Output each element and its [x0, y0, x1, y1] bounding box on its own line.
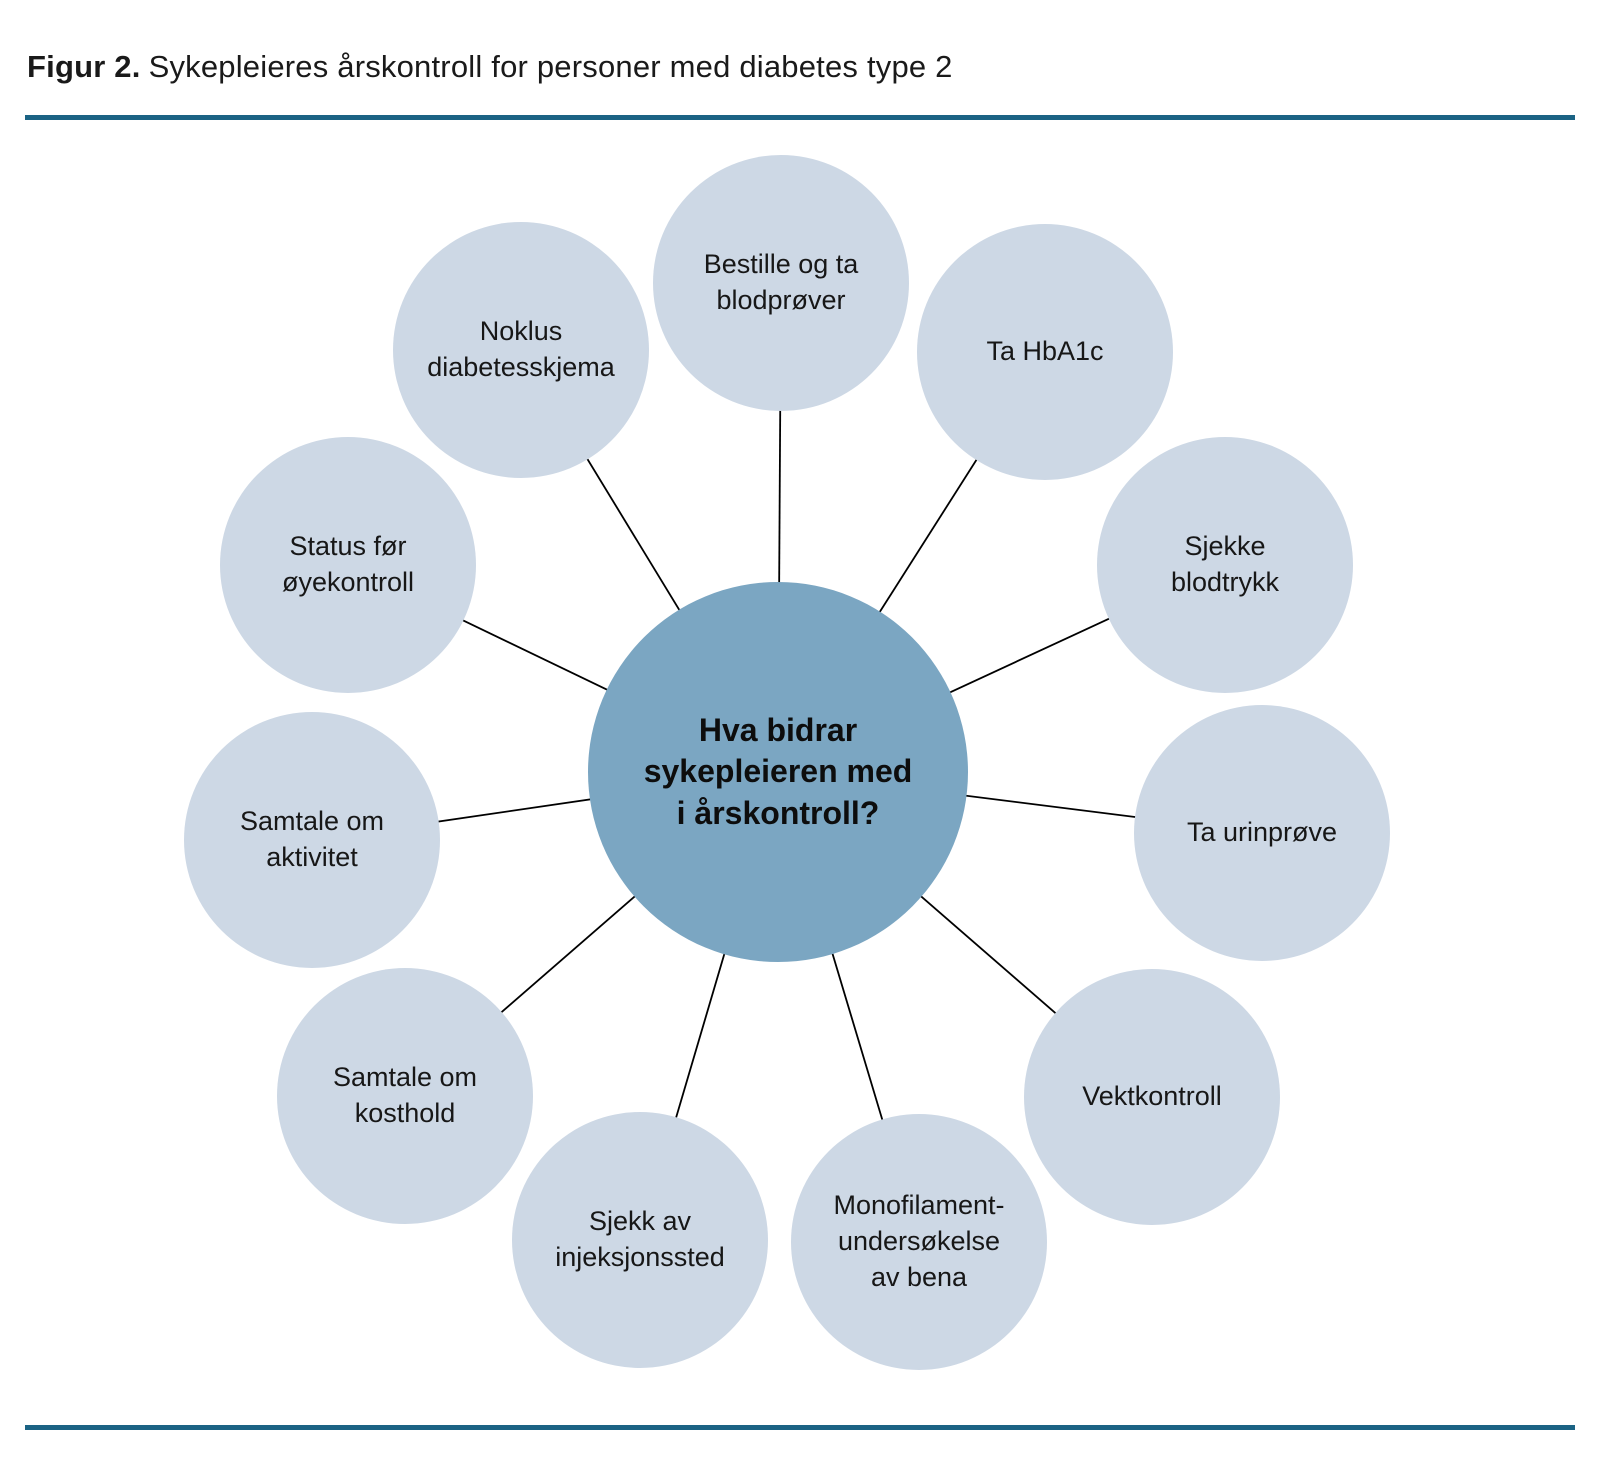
node-noklus-diabetesskjema: Noklus diabetesskjema [393, 222, 649, 478]
node-monofilament-undersokelse: Monofilament- undersøkelse av bena [791, 1114, 1047, 1370]
node-sjekke-blodtrykk: Sjekke blodtrykk [1097, 437, 1353, 693]
node-label: Vektkontroll [1082, 1081, 1222, 1112]
node-label: Samtale om aktivitet [239, 806, 385, 872]
figure-title-text: Sykepleieres årskontroll for personer me… [148, 49, 953, 84]
node-status-for-oyekontroll: Status før øyekontroll [220, 437, 476, 693]
node-samtale-om-aktivitet: Samtale om aktivitet [184, 712, 440, 968]
bottom-divider [25, 1425, 1575, 1430]
node-label: Ta HbA1c [986, 336, 1104, 367]
center-node-label: Hva bidrar sykepleieren med i årskontrol… [643, 711, 913, 831]
node-label: Noklus diabetesskjema [427, 316, 615, 382]
node-bestille-og-ta-blodprover: Bestille og ta blodprøver [653, 155, 909, 411]
node-ta-urinprove: Ta urinprøve [1134, 705, 1390, 961]
figure-number: Figur 2. [27, 49, 141, 84]
node-label: Sjekke blodtrykk [1170, 531, 1280, 597]
node-label: Samtale om kosthold [332, 1062, 478, 1128]
node-label: Status før øyekontroll [281, 531, 415, 597]
node-ta-hba1c: Ta HbA1c [917, 224, 1173, 480]
figure-title: Figur 2.Sykepleieres årskontroll for per… [27, 48, 953, 85]
node-label: Ta urinprøve [1186, 817, 1338, 848]
node-label: Sjekk av injeksjonssted [555, 1206, 725, 1272]
node-label: Bestille og ta blodprøver [703, 249, 859, 315]
top-divider [25, 115, 1575, 120]
node-samtale-om-kosthold: Samtale om kosthold [277, 968, 533, 1224]
node-label: Monofilament- undersøkelse av bena [833, 1190, 1005, 1292]
node-vektkontroll: Vektkontroll [1024, 969, 1280, 1225]
center-node: Hva bidrar sykepleieren med i årskontrol… [588, 582, 968, 962]
node-sjekk-av-injeksjonssted: Sjekk av injeksjonssted [512, 1112, 768, 1368]
